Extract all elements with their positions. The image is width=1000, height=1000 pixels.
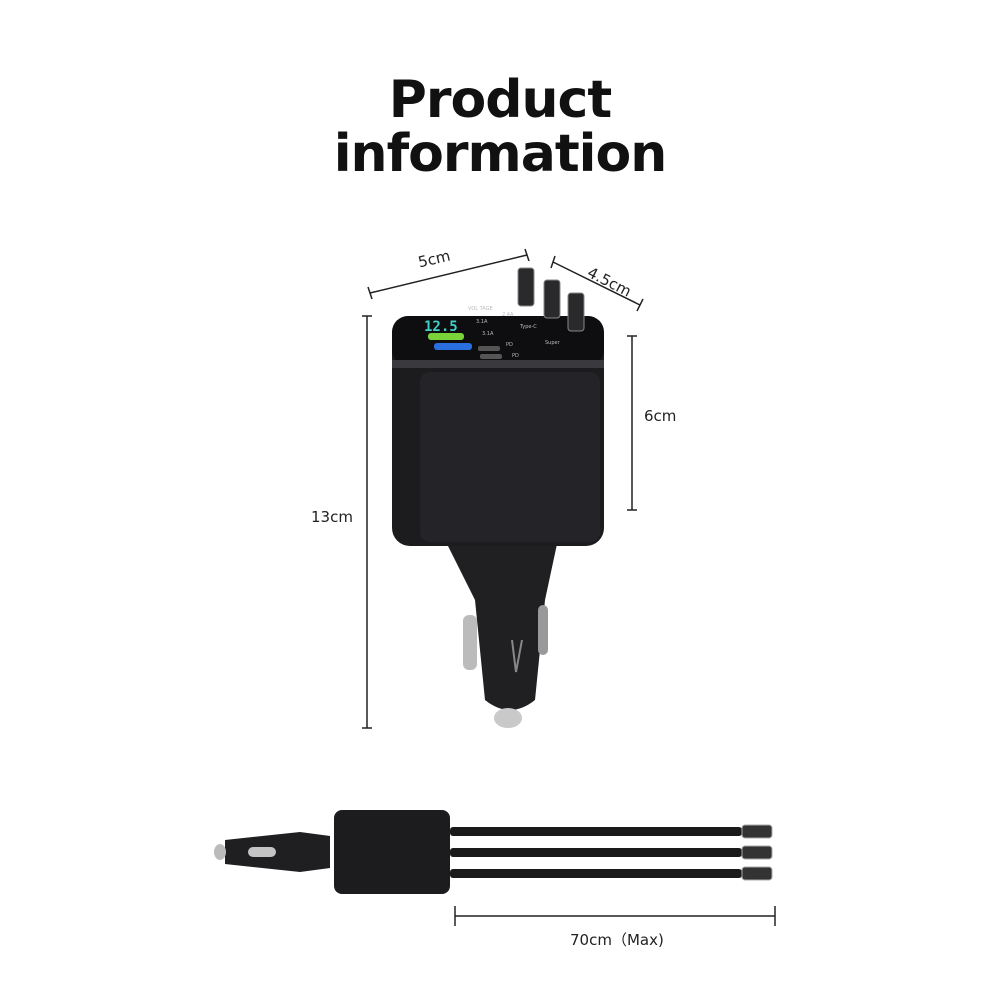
total-height-label: 13cm [311,508,353,526]
title-line-1: Product [388,70,612,130]
title-line-2: information [333,124,668,184]
svg-text:3.1A: 3.1A [482,331,494,337]
usb-c-connectors [517,267,585,332]
svg-text:Super: Super [545,340,561,346]
svg-text:Type-C: Type-C [519,324,537,330]
charger-head: 12.5 VOL TAGE 3.1A 3.1A PD PD 2.4A Type-… [392,267,604,546]
svg-text:VOL TAGE: VOL TAGE [468,306,493,312]
display-reading: 12.5 [424,319,458,335]
svg-text:PD: PD [506,342,513,348]
dimension-lines [362,248,776,926]
port-labels: VOL TAGE 3.1A 3.1A PD PD 2.4A Type-C Sup… [468,306,561,359]
charger-horizontal [214,810,773,894]
head-height-label: 6cm [644,407,677,425]
svg-text:PD: PD [512,353,519,359]
svg-text:3.1A: 3.1A [476,319,488,325]
svg-text:2.4A: 2.4A [502,312,514,318]
car-plug-vertical [440,530,560,728]
cable-length-label: 70cm（Max) [570,931,664,949]
